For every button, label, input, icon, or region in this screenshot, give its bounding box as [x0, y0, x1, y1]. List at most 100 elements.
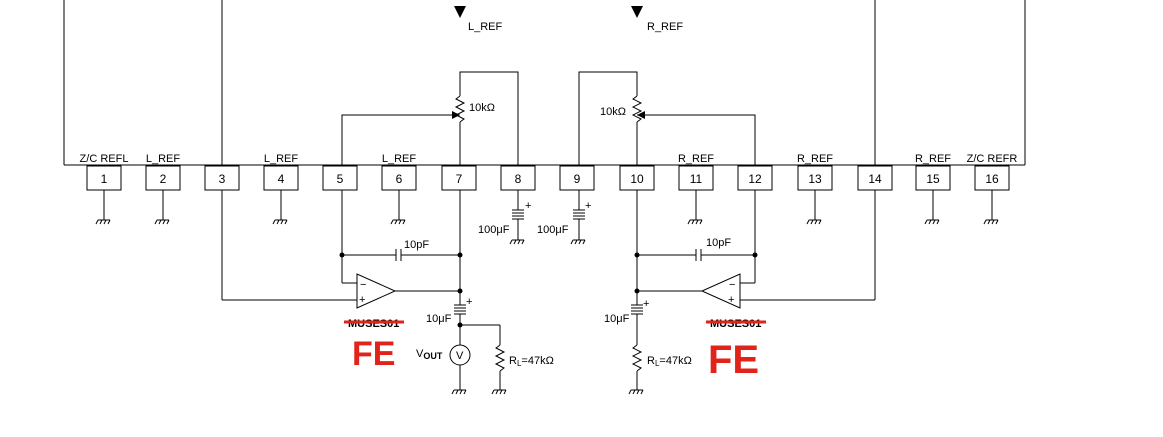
right-feedback-cap-label: 10pF	[706, 237, 731, 249]
ground-symbol	[390, 219, 406, 225]
ic-pin-15: 15 R_REF	[915, 153, 951, 225]
left-vout-label: VOUT	[416, 348, 443, 361]
ic-pin-box	[86, 165, 122, 191]
r-ref-top-label: R_REF	[647, 21, 683, 33]
ic-pin-label: Z/C REFR	[967, 153, 1018, 165]
right-load-label: RL=47kΩ	[647, 355, 692, 368]
right-opamp-label: MUSES01	[710, 318, 761, 330]
ic-pin-10: 10	[619, 165, 655, 191]
ic-pin-number: 10	[630, 172, 644, 186]
ic-pin-number: 15	[926, 172, 940, 186]
right-pot-label: 10kΩ	[600, 106, 626, 118]
ic-pin-number: 3	[219, 172, 226, 186]
left-feedback: 10pF	[339, 190, 463, 305]
ground-symbol	[509, 239, 525, 245]
ic-pin-box	[500, 165, 536, 191]
left-pot-label: 10kΩ	[469, 102, 495, 114]
ic-pin-7: 7	[441, 165, 477, 191]
left-opamp-label: MUSES01	[348, 318, 399, 330]
left-output-cap-label: 10μF	[426, 313, 452, 325]
ground-symbol	[154, 219, 170, 225]
ic-pin-number: 16	[985, 172, 999, 186]
ic-pin-box	[678, 165, 714, 191]
ic-pin-box	[797, 165, 833, 191]
ground-symbol	[924, 219, 940, 225]
left-output: + 10μF V VOUT RL=47kΩ	[416, 296, 554, 390]
ic-pin-14: 14	[857, 165, 893, 191]
ic-pin-box	[619, 165, 655, 191]
ic-pin-1: 1 Z/C REFL	[80, 153, 129, 225]
ic-outline	[63, 0, 1026, 166]
left-meter-symbol: V	[456, 350, 464, 362]
ground-symbol	[687, 219, 703, 225]
svg-text:−: −	[360, 279, 366, 291]
ic-pin-label: L_REF	[264, 153, 299, 165]
ground-symbol	[983, 219, 999, 225]
left-feedback-cap-label: 10pF	[404, 239, 429, 251]
ic-pin-number: 6	[396, 172, 403, 186]
ic-pin-number: 12	[748, 172, 762, 186]
ic-pin-6: 6 L_REF	[381, 153, 417, 225]
ic-pin-5: 5	[322, 165, 358, 191]
left-pin8-cap: + 100μF	[478, 190, 531, 240]
ic-pin-box	[204, 165, 240, 191]
ic-pin-number: 11	[690, 172, 703, 186]
ground-symbol	[272, 219, 288, 225]
ground-symbol	[570, 239, 586, 245]
ic-pin-box	[974, 165, 1010, 191]
right-output: + 10μF RL=47kΩ	[604, 298, 692, 390]
right-output-cap-label: 10μF	[604, 313, 630, 325]
right-pot: 10kΩ	[578, 71, 756, 165]
ground-symbols	[451, 239, 644, 395]
svg-text:+: +	[585, 200, 591, 212]
ic-pin-8: 8	[500, 165, 536, 191]
right-pin9-cap-label: 100μF	[537, 224, 569, 236]
ic-pin-box	[559, 165, 595, 191]
ic-pin-2: 2 L_REF	[145, 153, 181, 225]
l-ref-arrow	[454, 6, 466, 18]
svg-text:+: +	[728, 294, 734, 306]
svg-text:−: −	[729, 279, 735, 291]
ic-pin-4: 4 L_REF	[263, 153, 299, 225]
ic-pin-11: 11 R_REF	[678, 153, 714, 225]
ic-pin-number: 13	[808, 172, 822, 186]
top-ref-arrows: L_REF R_REF	[454, 6, 683, 33]
ic-pin-box	[322, 165, 358, 191]
ground-symbol	[451, 389, 467, 395]
pin3-wire	[221, 0, 357, 301]
ic-pin-number: 14	[868, 172, 882, 186]
ic-pin-label: R_REF	[678, 153, 714, 165]
ic-pin-number: 2	[160, 172, 167, 186]
ic-pin-12: 12	[737, 165, 773, 191]
ic-pin-3: 3	[204, 165, 240, 191]
ic-pin-9: 9	[559, 165, 595, 191]
ic-pin-label: R_REF	[797, 153, 833, 165]
left-handwritten-label: FE	[352, 335, 395, 373]
svg-text:+: +	[525, 200, 531, 212]
ic-pin-number: 5	[337, 172, 344, 186]
ic-pin-16: 16 Z/C REFR	[967, 153, 1018, 225]
ic-pin-label: R_REF	[915, 153, 951, 165]
ic-pin-number: 8	[515, 172, 522, 186]
r-ref-arrow	[631, 6, 643, 18]
ground-symbol	[491, 389, 507, 395]
ic-pin-box	[915, 165, 951, 191]
ic-pin-label: L_REF	[382, 153, 417, 165]
ic-pin-label: Z/C REFL	[80, 153, 129, 165]
right-handwritten-label: FE	[708, 338, 759, 382]
right-opamp: − + MUSES01 FE	[637, 273, 766, 382]
left-opamp: − + MUSES01 FE	[344, 273, 460, 373]
svg-text:+: +	[466, 296, 472, 308]
left-pot: 10kΩ	[341, 71, 519, 165]
svg-text:+: +	[359, 294, 365, 306]
ic-pin-number: 7	[456, 172, 463, 186]
svg-text:+: +	[643, 298, 649, 310]
ground-symbol	[95, 219, 111, 225]
ic-pins: 1 Z/C REFL 2 L_REF 3 4 L_REF 5 6 L_REF 7 8 9 10 11 R_RE…	[80, 153, 1018, 225]
ic-pin-number: 1	[101, 172, 108, 186]
ground-symbol	[628, 389, 644, 395]
left-pin8-cap-label: 100μF	[478, 224, 510, 236]
ic-pin-number: 4	[278, 172, 285, 186]
ic-pin-label: L_REF	[146, 153, 181, 165]
